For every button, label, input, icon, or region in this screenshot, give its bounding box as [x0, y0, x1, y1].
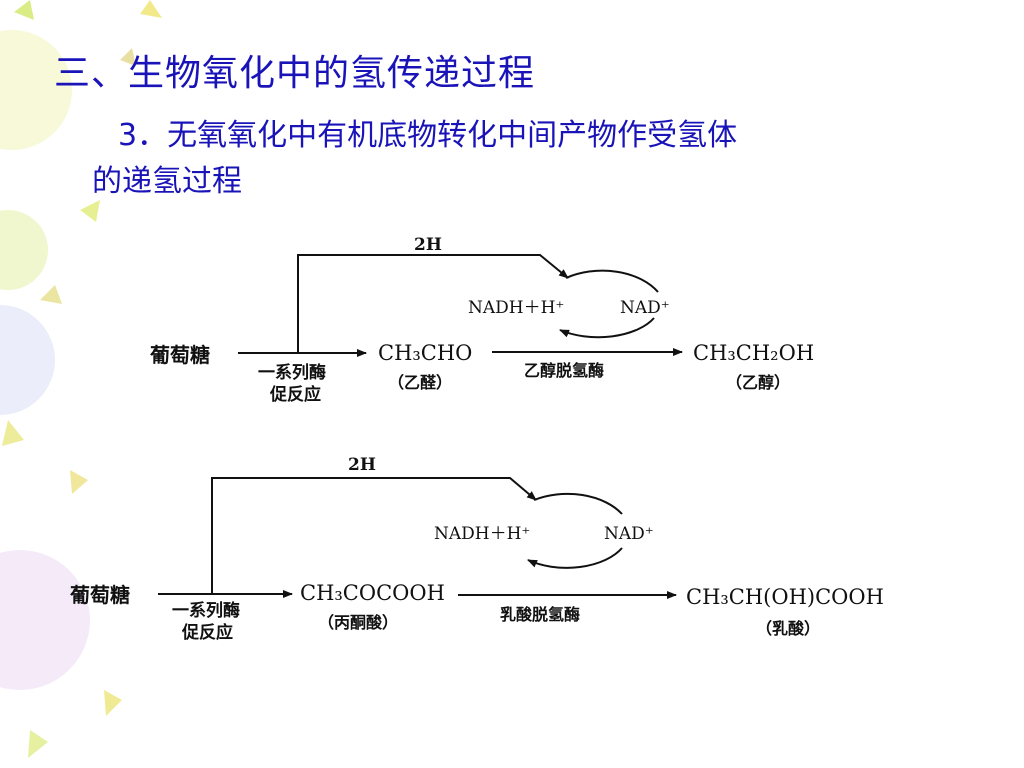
decor-triangle: [80, 200, 100, 222]
enzyme-label: 乙醇脱氢酶: [524, 361, 604, 380]
lactate-formula: CH₃CH(OH)COOH: [686, 585, 884, 609]
decor-blob: [0, 550, 90, 690]
nad-cycle-upper: [533, 492, 623, 515]
substrate-label: 葡萄糖: [149, 343, 210, 367]
decor-triangle: [40, 285, 62, 304]
decor-blob: [0, 210, 48, 290]
subtitle-line-2: 的递氢过程: [92, 164, 242, 199]
nad-label: NAD⁺: [620, 298, 670, 318]
decor-blob: [0, 30, 72, 150]
ethanol-formula: CH₃CH₂OH: [693, 341, 814, 365]
nad-cycle-lower: [559, 317, 655, 339]
lactate-fermentation-diagram: 葡萄糖 一系列酶 促反应 2H CH₃COCOOH （丙酮酸） NADH＋H⁺ …: [69, 455, 884, 643]
enzyme-series-label: 一系列酶: [258, 362, 326, 383]
reaction-label: 促反应: [269, 384, 321, 405]
decor-triangle: [120, 48, 136, 66]
hydrogen-transfer-arrow: [297, 254, 569, 352]
acetaldehyde-name: （乙醛）: [388, 373, 452, 392]
acetaldehyde-formula: CH₃CHO: [378, 341, 472, 365]
decor-blob: [0, 305, 55, 415]
subtitle-line-1: 3．无氧氧化中有机底物转化中间产物作受氢体: [118, 118, 738, 153]
pyruvate-name: （丙酮酸）: [318, 613, 398, 632]
hydrogen-label: 2H: [348, 455, 376, 475]
nadh-label: NADH＋H⁺: [434, 524, 530, 544]
nad-label: NAD⁺: [604, 524, 654, 544]
ethanol-fermentation-diagram: 葡萄糖 一系列酶 促反应 2H CH₃CHO （乙醛） NADH＋H⁺ NAD⁺…: [149, 235, 814, 405]
page-title: 三、生物氧化中的氢传递过程: [54, 53, 536, 94]
decor-triangle: [28, 730, 48, 758]
reaction-label: 促反应: [181, 622, 233, 643]
hydrogen-transfer-arrow: [211, 477, 537, 593]
lactate-name: （乳酸）: [756, 619, 820, 638]
nad-cycle-lower: [527, 547, 623, 569]
nad-cycle-upper: [565, 269, 659, 293]
enzyme-label: 乳酸脱氢酶: [500, 605, 580, 624]
enzyme-series-label: 一系列酶: [172, 600, 240, 621]
hydrogen-label: 2H: [414, 235, 442, 255]
decor-triangle: [140, 0, 162, 18]
substrate-label: 葡萄糖: [69, 583, 130, 607]
ethanol-name: （乙醇）: [726, 373, 790, 392]
decor-triangle: [2, 420, 24, 446]
nadh-label: NADH＋H⁺: [468, 298, 564, 318]
decor-triangle: [70, 470, 88, 494]
decor-triangle: [104, 690, 122, 716]
decor-triangle: [14, 0, 34, 20]
pyruvate-formula: CH₃COCOOH: [300, 581, 445, 605]
